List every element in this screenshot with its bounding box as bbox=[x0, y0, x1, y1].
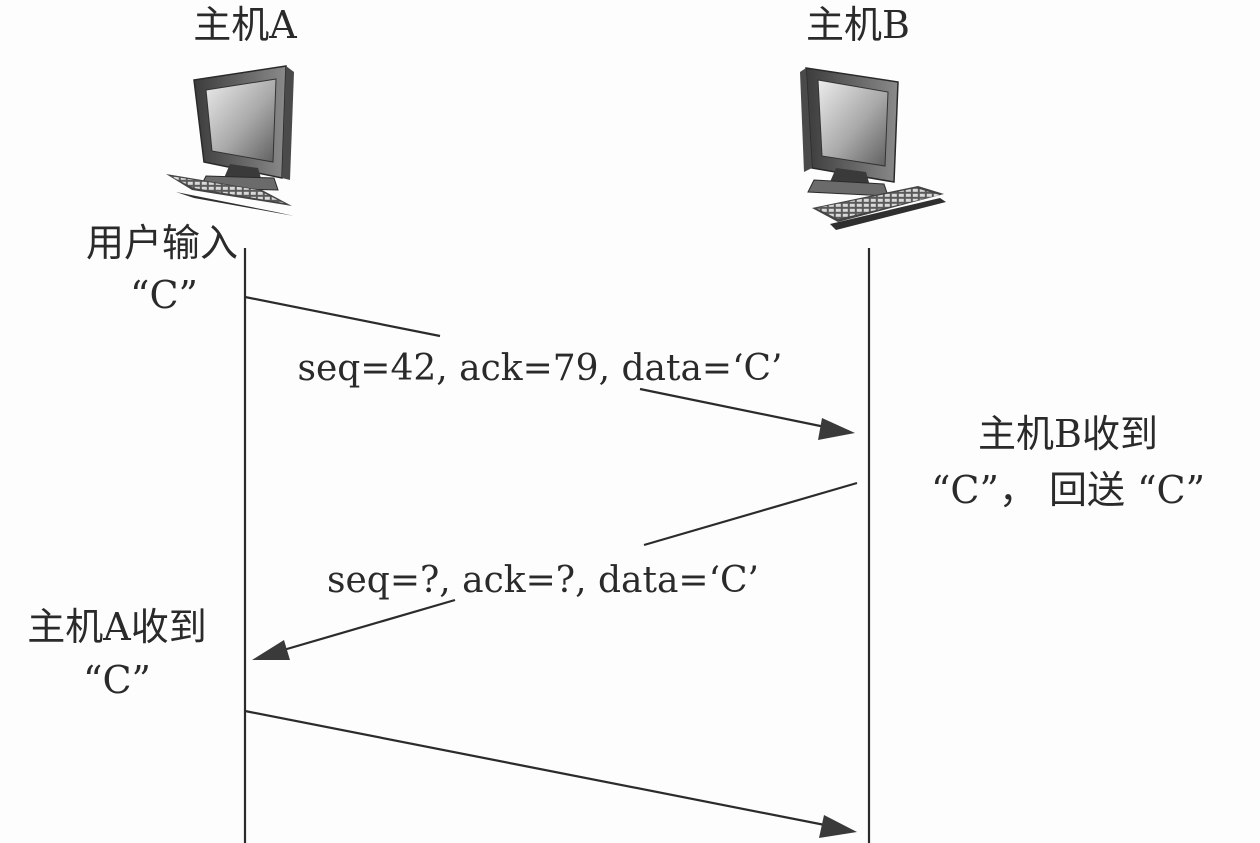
desktop-computer-icon bbox=[166, 65, 294, 216]
message-1-arrow bbox=[244, 295, 855, 440]
host-a-receive-label: 主机A收到 bbox=[27, 605, 206, 649]
host-b-receive-label: 主机B收到 bbox=[978, 412, 1158, 456]
host-a-receive-char: “C” bbox=[83, 658, 151, 702]
message-2-label: seq=?, ack=?, data=‘C’ bbox=[327, 560, 759, 601]
host-a-input-char: “C” bbox=[130, 273, 198, 317]
desktop-computer-icon bbox=[800, 67, 946, 230]
host-b-receive-reply: “C”， 回送 “C” bbox=[931, 468, 1205, 512]
message-2-arrow bbox=[252, 481, 858, 660]
host-a-title: 主机A bbox=[193, 3, 297, 47]
host-b-title: 主机B bbox=[806, 3, 910, 47]
message-3-arrow bbox=[244, 709, 857, 838]
host-a-input-label: 用户输入 bbox=[86, 221, 238, 265]
message-1-label: seq=42, ack=79, data=‘C’ bbox=[297, 348, 782, 389]
